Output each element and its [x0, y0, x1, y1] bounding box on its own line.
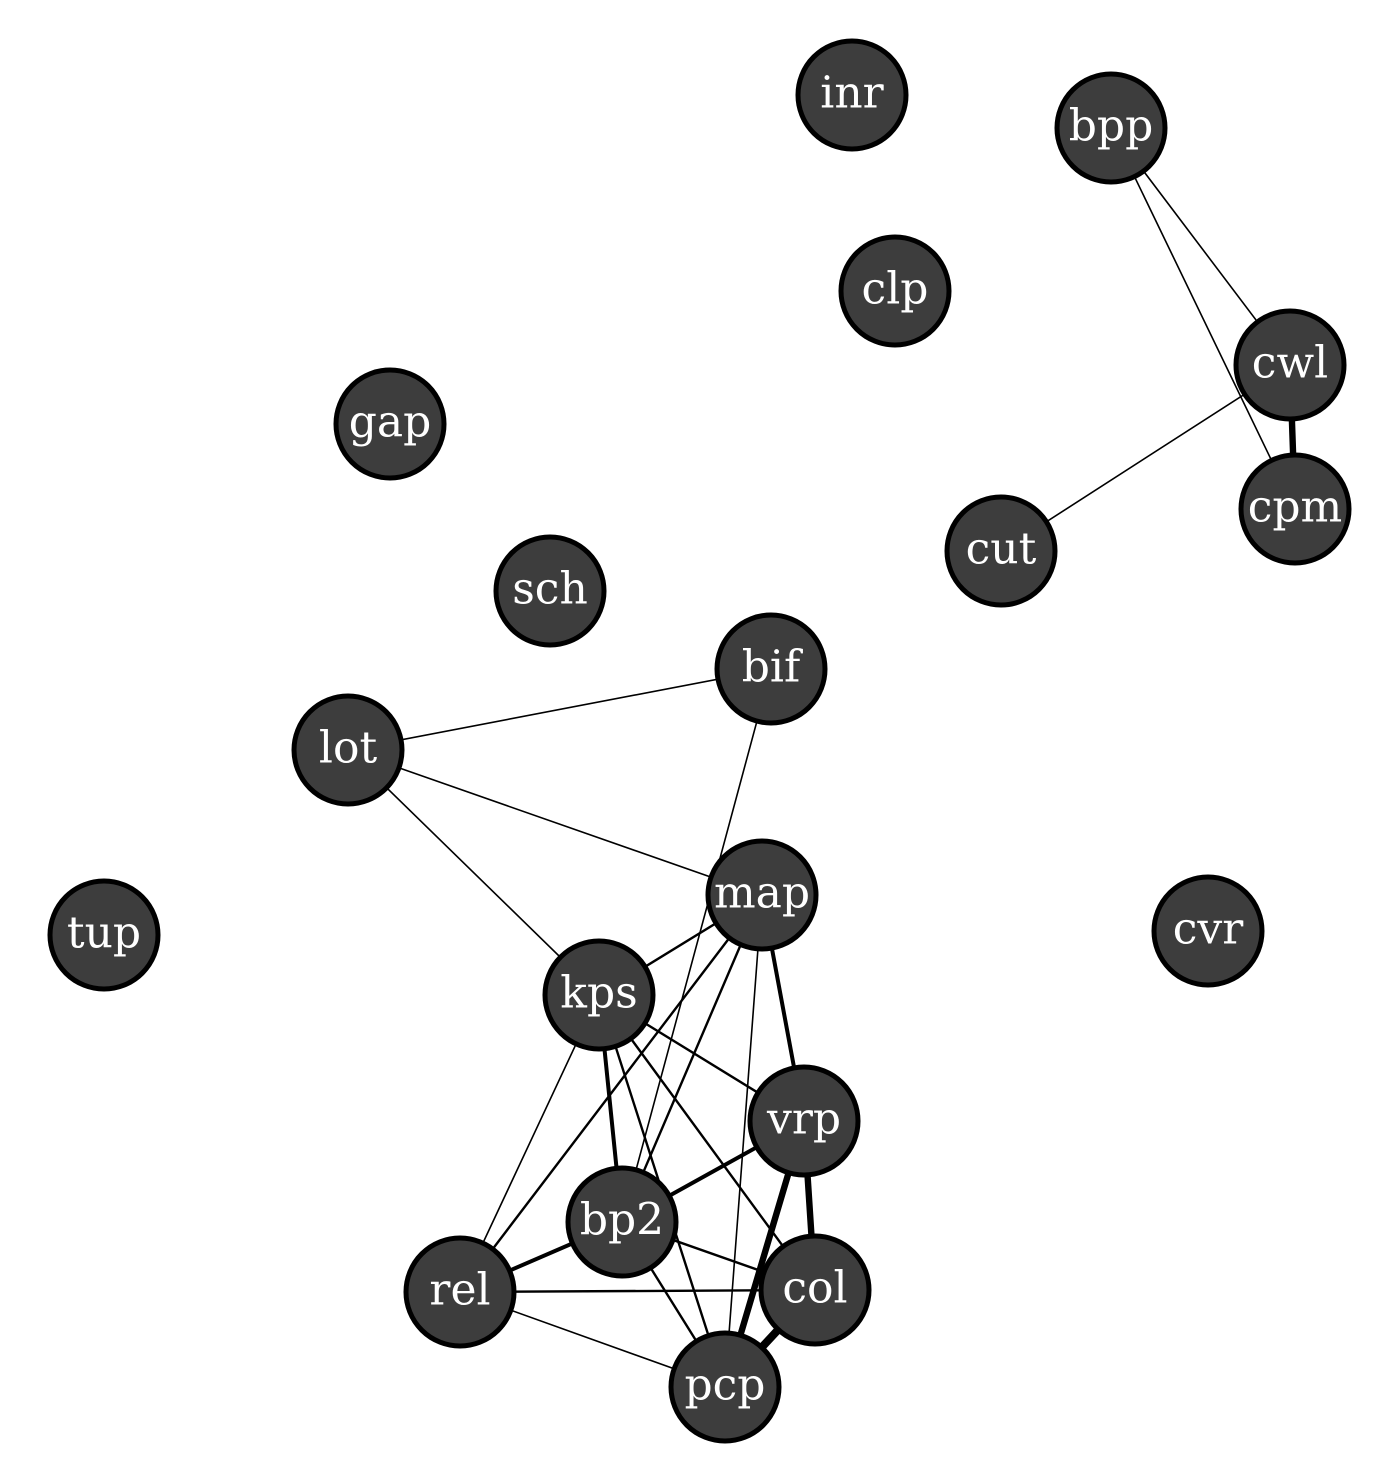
- node-gap: gap: [333, 367, 447, 481]
- node-circle: [1233, 308, 1347, 422]
- node-circle: [1151, 874, 1265, 988]
- node-bif: bif: [714, 612, 828, 726]
- node-circle: [333, 367, 447, 481]
- node-kps: kps: [542, 938, 656, 1052]
- node-label: bpp: [1069, 101, 1154, 152]
- node-lot: lot: [291, 693, 405, 807]
- edge-map-bp2: [620, 893, 764, 1224]
- node-map: map: [705, 838, 819, 952]
- node-circle: [668, 1330, 782, 1444]
- node-circle: [747, 1064, 861, 1178]
- node-label: cwl: [1252, 338, 1328, 389]
- edge-rel-col: [458, 1288, 817, 1294]
- edge-lot-kps: [347, 749, 600, 996]
- node-col: col: [758, 1233, 872, 1347]
- node-label: cvr: [1173, 904, 1245, 955]
- node-label: tup: [67, 908, 141, 959]
- node-cvr: cvr: [1151, 874, 1265, 988]
- edge-lot-map: [347, 749, 763, 896]
- edge-map-rel: [458, 893, 764, 1294]
- node-circle: [542, 938, 656, 1052]
- node-circle: [565, 1165, 679, 1279]
- node-label: sch: [512, 564, 588, 615]
- node-label: pcp: [685, 1360, 766, 1411]
- node-cut: cut: [944, 494, 1058, 608]
- node-bp2: bp2: [565, 1165, 679, 1279]
- node-clp: clp: [838, 234, 952, 348]
- node-circle: [1238, 452, 1352, 566]
- node-circle: [493, 534, 607, 648]
- node-inr: inr: [795, 38, 909, 152]
- node-label: bp2: [580, 1195, 664, 1246]
- node-circle: [403, 1235, 517, 1349]
- node-circle: [291, 693, 405, 807]
- node-label: inr: [820, 68, 884, 119]
- edge-lot-bif: [347, 668, 772, 751]
- node-label: kps: [560, 968, 637, 1019]
- node-label: gap: [349, 397, 432, 448]
- node-label: map: [714, 868, 810, 919]
- node-pcp: pcp: [668, 1330, 782, 1444]
- node-circle: [1054, 71, 1168, 185]
- edge-cwl-cut: [1000, 364, 1291, 552]
- node-circle: [705, 838, 819, 952]
- node-circle: [758, 1233, 872, 1347]
- nodes-layer: inr bpp clp cwl gap cpm cut sch bif lot map tup cvr k…: [47, 38, 1352, 1444]
- node-tup: tup: [47, 878, 161, 992]
- edge-bpp-cpm: [1110, 127, 1296, 510]
- node-label: cpm: [1248, 482, 1343, 533]
- node-circle: [714, 612, 828, 726]
- edge-bif-bp2: [621, 668, 772, 1223]
- node-circle: [795, 38, 909, 152]
- edges-layer: [347, 127, 1299, 1391]
- node-circle: [838, 234, 952, 348]
- node-label: bif: [742, 642, 803, 693]
- node-label: clp: [862, 264, 929, 315]
- node-label: cut: [966, 524, 1037, 575]
- node-bpp: bpp: [1054, 71, 1168, 185]
- node-rel: rel: [403, 1235, 517, 1349]
- node-label: col: [782, 1263, 847, 1314]
- node-label: vrp: [766, 1094, 841, 1145]
- node-sch: sch: [493, 534, 607, 648]
- node-cpm: cpm: [1238, 452, 1352, 566]
- node-label: rel: [429, 1265, 490, 1316]
- edge-map-pcp: [724, 894, 763, 1388]
- node-label: lot: [319, 723, 378, 774]
- node-circle: [47, 878, 161, 992]
- node-vrp: vrp: [747, 1064, 861, 1178]
- edge-kps-col: [597, 993, 817, 1292]
- node-cwl: cwl: [1233, 308, 1347, 422]
- node-circle: [944, 494, 1058, 608]
